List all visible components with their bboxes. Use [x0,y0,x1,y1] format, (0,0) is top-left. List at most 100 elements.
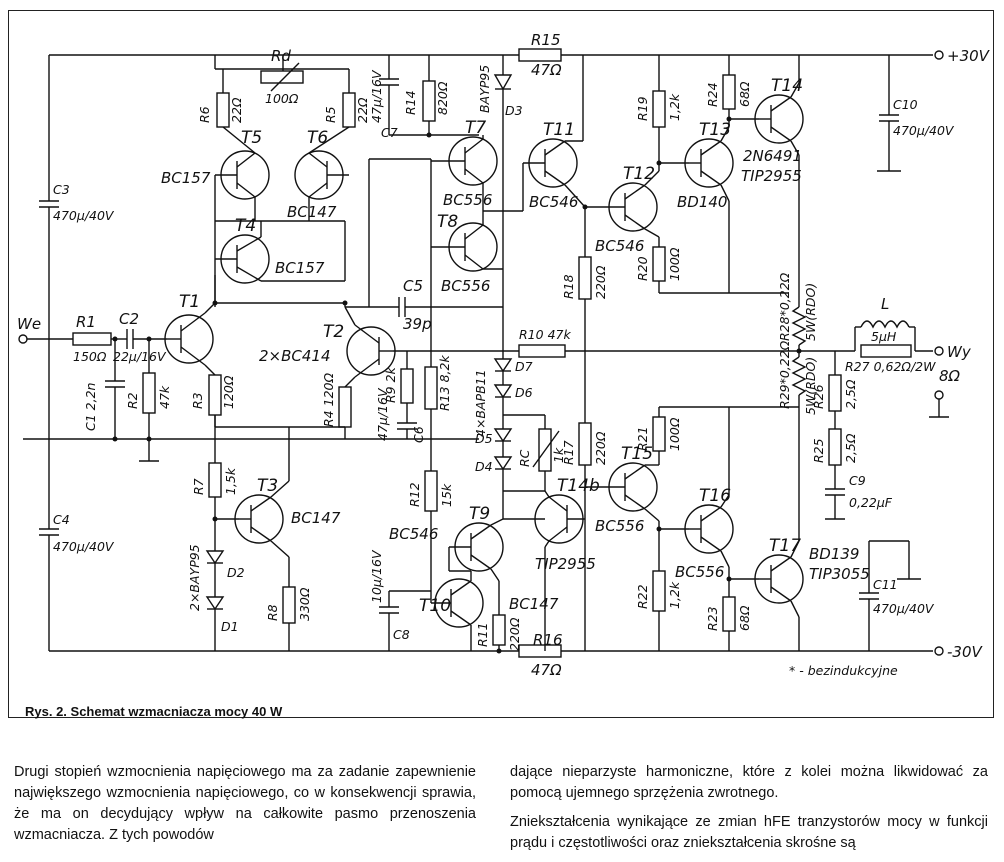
rd-ref: Rd [271,47,291,65]
t12-ref: T12 [623,164,655,184]
t9-type: BC546 [389,525,438,543]
l-ref: L [881,295,889,313]
r16-ref: R16 [533,631,563,649]
r8-value: 330Ω [297,587,312,621]
resistor-r25 [828,428,842,466]
diode-d3 [493,74,513,91]
r20-value: 100Ω [667,247,682,281]
left-text-column: Drugi stopień wzmocnienia napięciowego m… [14,762,476,854]
t6-ref: T6 [307,128,328,148]
t5-type: BC157 [161,169,211,187]
d4-ref: D4 [475,459,493,474]
t13-type: BD140 [677,193,727,211]
transistor-t16 [585,462,658,512]
c11-value: 470µ/40V [873,601,935,616]
resistor-r20 [652,246,666,282]
inductor-l [860,320,910,329]
r8-ref: R8 [265,604,280,621]
t15-type: TIP2955 [535,555,596,573]
t6-type: BC147 [287,203,337,221]
t12-type: BC546 [595,237,644,255]
resistor-r18 [578,256,592,300]
r28-note: 5W(RDO) [803,283,818,341]
r19-ref: R19 [635,96,650,121]
r20-ref: R20 [635,256,650,281]
right-text-column: dające nieparzyste harmoniczne, które z … [510,762,988,862]
r6-ref: R6 [197,106,212,123]
t8-type: BC556 [441,277,490,295]
note-label: * - bezindukcyjne [789,663,898,678]
diode-d1 [205,596,225,611]
t9-ref: T9 [469,504,490,524]
r9-label: R9 2k [383,366,398,403]
r16-value: 47Ω [531,661,562,679]
resistor-r11 [492,614,506,646]
r11-ref: R11 [475,622,490,647]
c3-value: 470µ/40V [53,208,115,223]
output-gnd-terminal [934,390,944,400]
resistor-r26 [828,374,842,412]
output-label: Wy [947,343,972,361]
t7-ref: T7 [465,118,486,138]
t18-type2: TIP3055 [809,565,870,583]
transistor-t6 [294,150,349,200]
c9-ref: C9 [849,473,866,488]
resistor-r27 [860,344,912,358]
r27-label: R27 0,62Ω/2W [845,359,936,374]
r25-value: 2,5Ω [843,433,858,463]
right-paragraph-1: dające nieparzyste harmoniczne, które z … [510,764,988,801]
r5-ref: R5 [323,106,338,123]
resistor-r19 [652,90,666,128]
c10-ref: C10 [893,97,918,112]
capacitor-c4 [39,439,209,652]
resistor-r21 [652,416,666,452]
d3-type: BAYP95 [477,65,492,113]
resistor-r29 [791,356,807,396]
t14-ref: T14 [771,76,803,96]
r25-ref: R25 [811,438,826,463]
t16-ref: T15 [621,444,653,464]
r5-value: 22Ω [355,97,370,123]
r14-ref: R14 [403,90,418,115]
r17-ref: R17 [561,440,576,465]
resistor-r5 [342,92,356,128]
resistor-r10 [518,344,566,358]
resistor-r14 [422,80,436,122]
r15-value: 47Ω [531,61,562,79]
resistor-r23 [722,596,736,632]
c9-value: 0,22µF [849,495,893,510]
resistor-r7 [208,462,222,498]
t16-type: BC556 [595,517,644,535]
t18-ref: T17 [769,536,801,556]
d7-ref: D7 [515,359,533,374]
transistor-t11 [523,138,578,188]
r2-value: 47k [157,385,172,409]
t3-ref: T3 [257,476,278,496]
transistor-t1 [164,312,214,366]
positive-rail [49,48,944,62]
transistor-t17 [684,504,734,554]
r15-ref: R15 [531,31,561,49]
c10-value: 470µ/40V [893,123,955,138]
t7-type: BC556 [443,191,492,209]
resistor-r9 [400,368,414,404]
t18-type: BD139 [809,545,859,563]
d6-ref: D6 [515,385,533,400]
t14-type2: TIP2955 [741,167,802,185]
resistor-r28 [791,306,807,346]
d5-ref: D5 [475,431,493,446]
r1-value: 150Ω [73,349,107,364]
output-terminal [934,346,944,356]
transistor-t8 [431,222,498,272]
r28-label: R28*0,22Ω [777,272,792,341]
resistor-r4 [338,386,352,428]
r22-ref: R22 [635,584,650,609]
resistor-r6 [216,92,230,128]
c7-ref: C7 [381,125,398,140]
transistor-t7 [431,136,498,186]
r14-value: 820Ω [435,81,450,115]
c7-value: 47µ/16V [369,69,384,123]
r7-ref: R7 [191,478,206,495]
c11-ref: C11 [873,577,898,592]
t11-ref: T11 [543,120,575,140]
